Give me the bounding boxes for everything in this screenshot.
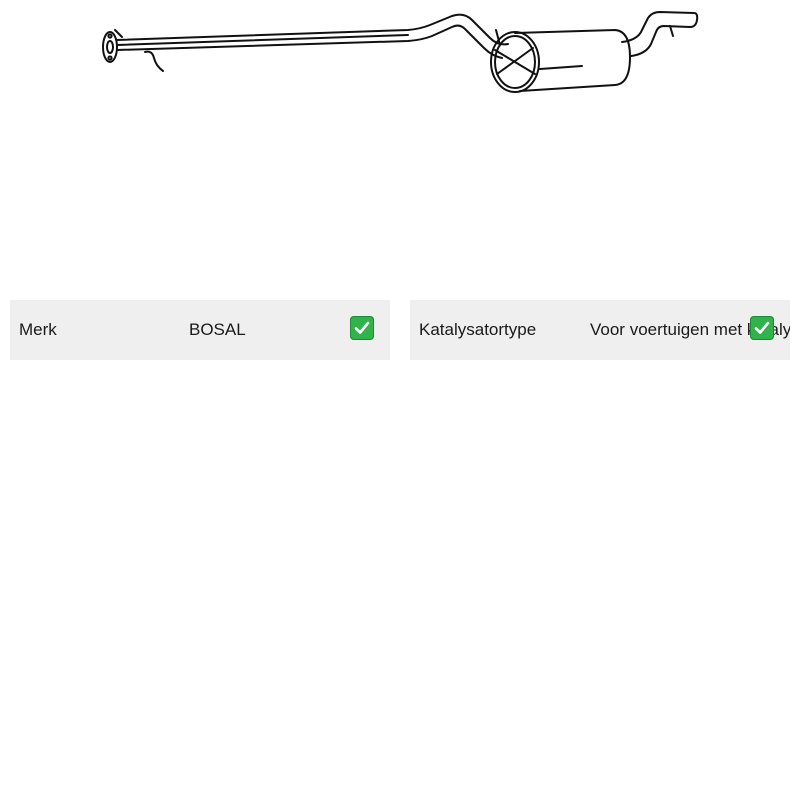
attribute-label: Merk: [19, 320, 57, 339]
attribute-value: BOSAL: [189, 320, 246, 339]
check-mark-icon: [750, 316, 774, 340]
attribute-row-merk: Merk BOSAL: [10, 300, 390, 360]
check-mark-icon: [350, 316, 374, 340]
attribute-value: Voor voertuigen met katalysator: [590, 320, 790, 339]
attribute-row-katalysatortype: Katalysatortype Voor voertuigen met kata…: [410, 300, 790, 360]
attribute-label: Katalysatortype: [419, 320, 537, 339]
exhaust-pipe-muffler-icon: [102, 11, 699, 93]
